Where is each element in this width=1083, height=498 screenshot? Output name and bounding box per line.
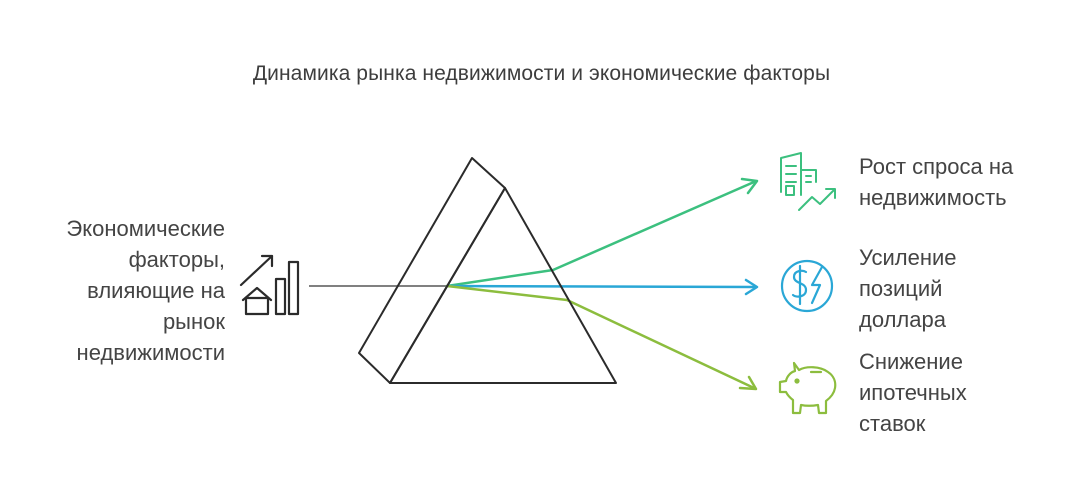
input-label-line: факторы, (128, 247, 225, 272)
output-label-line: Рост спроса на (859, 154, 1014, 179)
output-label-dollar: Усиление позиций доллара (859, 242, 1059, 335)
input-label-line: рынок (162, 309, 225, 334)
input-label: Экономические факторы, влияющие на рынок… (15, 213, 225, 368)
output-label-mortgage: Снижение ипотечных ставок (859, 346, 1059, 439)
piggy-bank-icon (778, 361, 837, 415)
input-label-line: влияющие на (87, 278, 225, 303)
diagram-title: Динамика рынка недвижимости и экономичес… (252, 62, 831, 85)
dollar-power-icon (780, 259, 834, 313)
input-label-line: недвижимости (76, 340, 225, 365)
prism (358, 157, 617, 384)
output-label-line: ставок (859, 411, 926, 436)
output-label-demand: Рост спроса на недвижимость (859, 151, 1059, 213)
output-label-line: недвижимость (859, 185, 1007, 210)
beam-demand (445, 177, 759, 288)
beam-dollar (445, 278, 759, 296)
beam-mortgage (445, 284, 758, 391)
buildings-growth-icon (780, 152, 836, 211)
output-label-line: Снижение (859, 349, 963, 374)
chart-growth-house-icon (239, 254, 300, 316)
output-label-line: Усиление (859, 245, 957, 270)
output-label-line: доллара (859, 307, 946, 332)
input-label-line: Экономические (66, 216, 225, 241)
output-label-line: позиций (859, 276, 943, 301)
output-label-line: ипотечных (859, 380, 967, 405)
